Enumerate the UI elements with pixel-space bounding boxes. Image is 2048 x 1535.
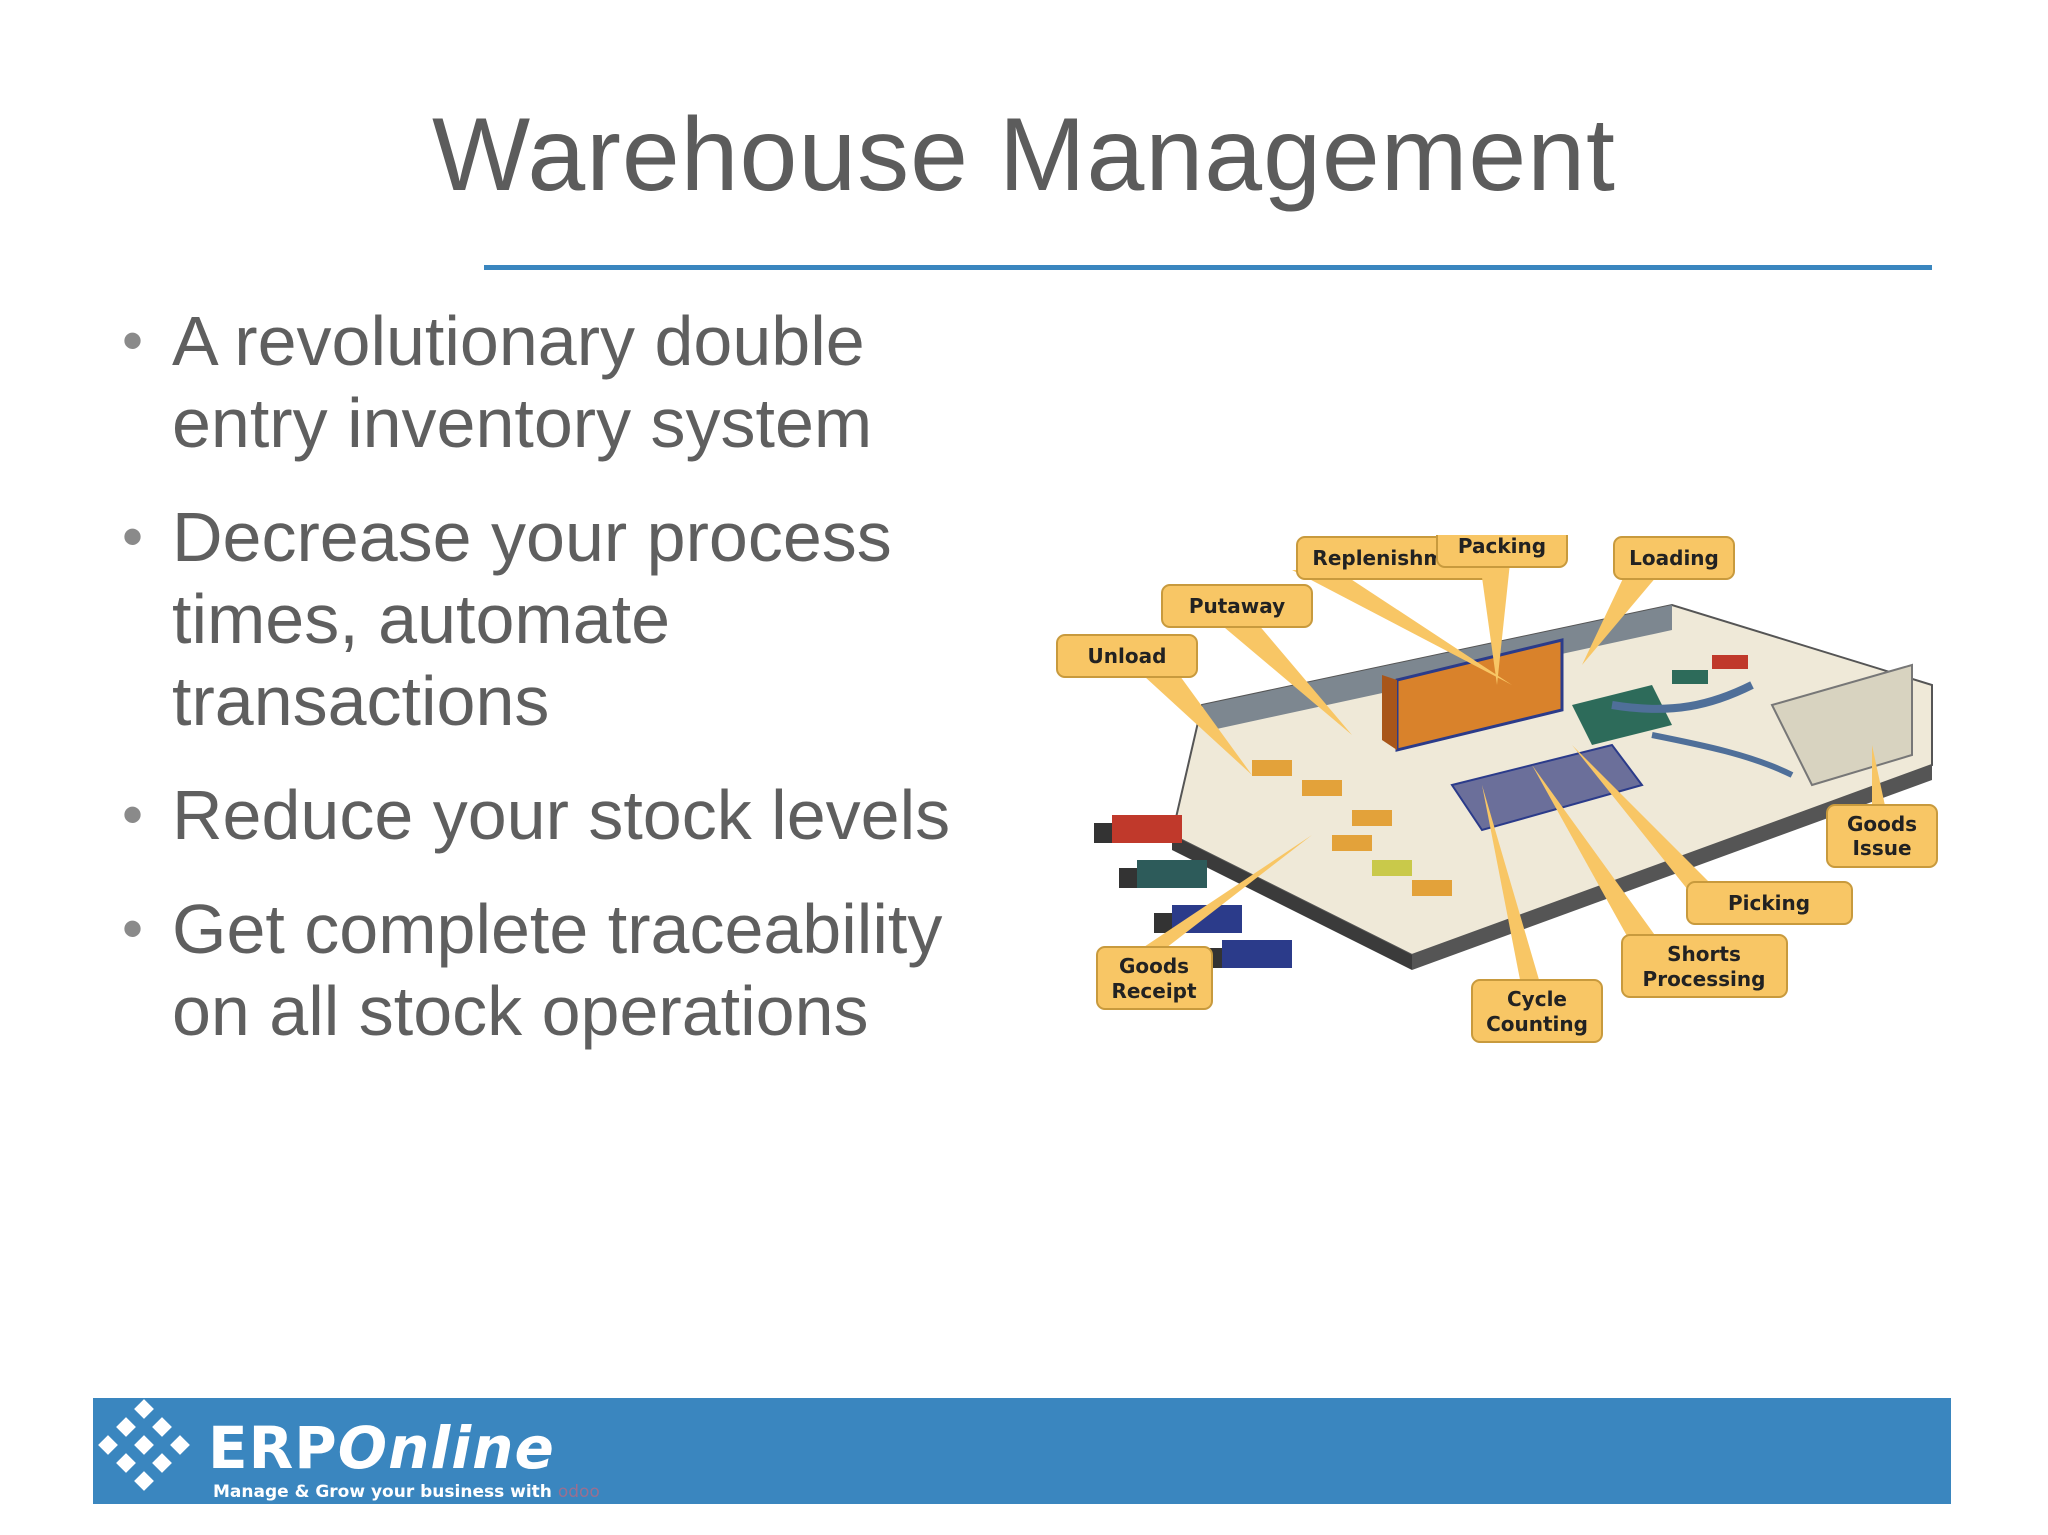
callout-goods-receipt: Goods Receipt	[1096, 835, 1312, 1010]
callout-putaway: Putaway	[1161, 584, 1352, 735]
pallet	[1332, 835, 1372, 851]
callout-packing: Packing	[1436, 535, 1568, 685]
pallet	[1372, 860, 1412, 876]
goods-issue-area	[1770, 663, 1913, 787]
callout-label: Packing	[1458, 535, 1546, 558]
title-divider	[484, 265, 1932, 270]
pallet	[1672, 670, 1708, 684]
truck	[1204, 940, 1292, 968]
callout-shorts-processing: Shorts Processing	[1532, 765, 1788, 998]
callout-label: Issue	[1852, 836, 1911, 860]
callout-label: Cycle	[1507, 987, 1567, 1011]
pallet	[1352, 810, 1392, 826]
truck	[1119, 860, 1207, 888]
callout-label: Loading	[1629, 546, 1719, 570]
erponline-logo-icon	[98, 1399, 190, 1491]
callout-label: Counting	[1486, 1012, 1588, 1036]
bullet-item: • Get complete traceability on all stock…	[120, 888, 1020, 1052]
warehouse-floor-edge	[1172, 835, 1412, 970]
slide-title: Warehouse Management	[432, 97, 1616, 213]
callout-label: Goods	[1119, 954, 1189, 978]
callout-cycle-counting: Cycle Counting	[1471, 785, 1603, 1043]
bullet-dot-icon: •	[122, 781, 144, 848]
pallet	[1712, 655, 1748, 669]
bullet-list: • A revolutionary double entry inventory…	[120, 300, 1020, 1084]
callout-label: Picking	[1728, 891, 1810, 915]
bullet-dot-icon: •	[122, 307, 144, 374]
bullet-item: • Reduce your stock levels	[120, 774, 1020, 856]
rack-block	[1382, 675, 1397, 750]
callout-label: Goods	[1847, 812, 1917, 836]
callout-picking: Picking	[1572, 745, 1853, 925]
bullet-text: A revolutionary double entry inventory s…	[172, 302, 873, 462]
callout-label: Putaway	[1189, 594, 1285, 618]
bullet-text: Decrease your process times, automate tr…	[172, 498, 892, 740]
conveyor	[1611, 681, 1754, 713]
rack-block	[1572, 685, 1672, 745]
callout-label: Unload	[1088, 644, 1167, 668]
pallet	[1252, 760, 1292, 776]
bullet-text: Get complete traceability on all stock o…	[172, 890, 943, 1050]
warehouse-diagram: Unload Putaway Replenishment Packing Loa…	[1056, 535, 1938, 1043]
bullet-item: • A revolutionary double entry inventory…	[120, 300, 1020, 464]
bullet-item: • Decrease your process times, automate …	[120, 496, 1020, 742]
bullet-text: Reduce your stock levels	[172, 776, 951, 854]
brand-tagline: Manage & Grow your business with odoo	[213, 1482, 600, 1502]
callout-goods-issue: Goods Issue	[1826, 745, 1938, 868]
truck	[1094, 815, 1182, 843]
brand-online: Online	[337, 1414, 555, 1482]
callout-label: Receipt	[1111, 979, 1197, 1003]
conveyor	[1651, 732, 1794, 778]
callout-loading: Loading	[1582, 536, 1735, 665]
tagline-odoo: odoo	[557, 1482, 600, 1502]
bullet-dot-icon: •	[122, 503, 144, 570]
bullet-dot-icon: •	[122, 895, 144, 962]
brand-name: ERPOnline	[208, 1414, 555, 1482]
brand-erp: ERP	[208, 1414, 338, 1482]
callout-label: Shorts	[1667, 942, 1741, 966]
tagline-text: Manage & Grow your business with	[213, 1482, 552, 1502]
callout-unload: Unload	[1056, 634, 1252, 775]
callout-label: Processing	[1643, 967, 1766, 991]
pallet	[1412, 880, 1452, 896]
footer-bar: ERPOnline Manage & Grow your business wi…	[93, 1398, 1951, 1504]
pallet	[1302, 780, 1342, 796]
